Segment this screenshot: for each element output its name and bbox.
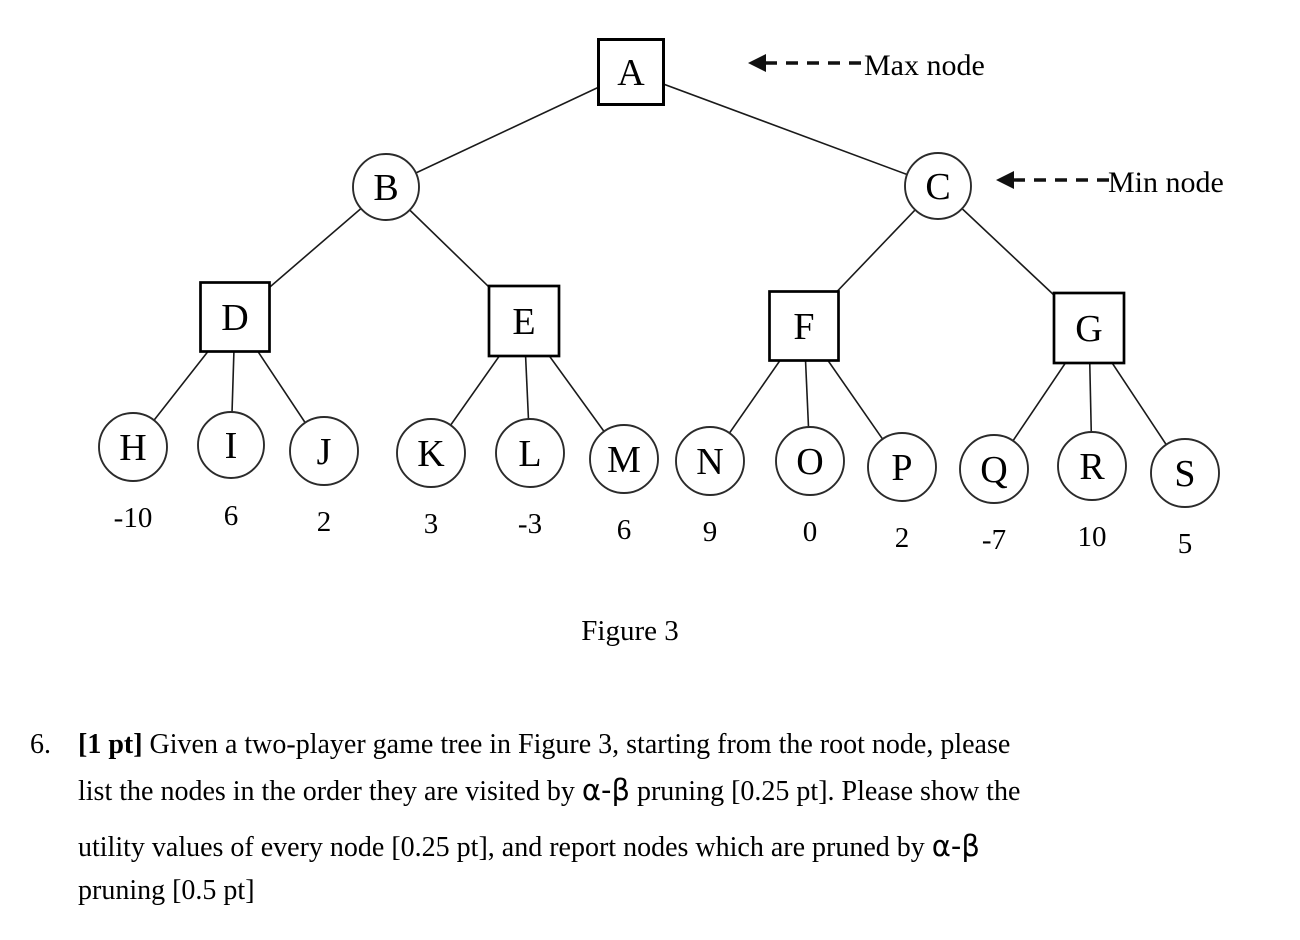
node-label-A: A xyxy=(617,52,645,94)
max-node-annotation-label: Max node xyxy=(864,49,985,82)
node-label-O: O xyxy=(796,441,823,483)
min-node-circle-O xyxy=(775,426,845,496)
min-node-circle-C xyxy=(904,152,972,220)
question-text: Given a two-player game tree in Figure 3… xyxy=(142,729,1011,760)
min-arrowhead-icon xyxy=(996,171,1014,189)
leaf-value-P: 2 xyxy=(895,522,910,554)
node-label-R: R xyxy=(1079,446,1105,488)
node-label-E: E xyxy=(512,301,535,343)
min-node-circle-S xyxy=(1150,438,1220,508)
min-node-circle-M xyxy=(589,424,659,494)
node-label-C: C xyxy=(925,166,950,208)
question-line-3: utility values of every node [0.25 pt], … xyxy=(78,829,980,865)
max-node-box-E xyxy=(487,284,561,358)
min-node-circle-Q xyxy=(959,434,1029,504)
question-line-4: pruning [0.5 pt] xyxy=(78,875,255,906)
min-node-circle-N xyxy=(675,426,745,496)
node-label-N: N xyxy=(696,441,723,483)
tree-edge-A-B xyxy=(385,71,632,188)
node-label-H: H xyxy=(119,427,146,469)
leaf-value-K: 3 xyxy=(424,508,439,540)
min-node-circle-B xyxy=(352,153,420,221)
leaf-value-I: 6 xyxy=(224,500,239,532)
max-node-box-F xyxy=(768,290,840,362)
min-node-annotation-label: Min node xyxy=(1108,166,1224,199)
node-label-I: I xyxy=(225,425,238,467)
question-text: utility values of every node [0.25 pt], … xyxy=(78,832,932,863)
leaf-value-R: 10 xyxy=(1078,521,1107,553)
max-node-box-D xyxy=(199,281,271,353)
question-line-2: list the nodes in the order they are vis… xyxy=(78,773,1020,809)
min-node-circle-R xyxy=(1057,431,1127,501)
node-label-B: B xyxy=(373,167,398,209)
min-node-circle-L xyxy=(495,418,565,488)
question-number: 6. xyxy=(30,729,51,760)
min-node-circle-I xyxy=(197,411,265,479)
leaf-value-Q: -7 xyxy=(982,524,1006,556)
leaf-value-J: 2 xyxy=(317,506,332,538)
points-badge: [1 pt] xyxy=(78,729,143,760)
tree-edge-A-C xyxy=(630,71,939,187)
node-label-Q: Q xyxy=(980,449,1007,491)
min-node-circle-P xyxy=(867,432,937,502)
question-line-1: [1 pt] Given a two-player game tree in F… xyxy=(78,728,1010,762)
node-label-G: G xyxy=(1075,308,1102,350)
node-label-L: L xyxy=(518,433,541,475)
node-label-K: K xyxy=(417,433,445,475)
min-node-circle-H xyxy=(98,412,168,482)
leaf-value-O: 0 xyxy=(803,516,818,548)
max-node-box-A xyxy=(597,38,665,106)
node-label-M: M xyxy=(607,439,641,481)
node-label-S: S xyxy=(1174,453,1195,495)
leaf-value-L: -3 xyxy=(518,508,542,540)
game-tree-figure: A B C D E F G H -10 I 6 J 2 K 3 L -3 M 6 N 9 O 0 P 2 Q -7 R 10 S 5 Max … xyxy=(98,38,1224,560)
question-text: pruning [0.25 pt]. Please show the xyxy=(629,776,1021,807)
leaf-value-N: 9 xyxy=(703,516,718,548)
alpha-beta-symbol: α-β xyxy=(581,773,630,807)
alpha-beta-symbol: α-β xyxy=(931,829,980,863)
leaf-value-M: 6 xyxy=(617,514,632,546)
node-label-P: P xyxy=(891,447,912,489)
min-node-circle-J xyxy=(289,416,359,486)
leaf-value-S: 5 xyxy=(1178,528,1193,560)
question-text: list the nodes in the order they are vis… xyxy=(78,776,582,807)
max-node-box-G xyxy=(1052,291,1126,365)
node-label-F: F xyxy=(793,306,814,348)
leaf-value-H: -10 xyxy=(114,502,153,534)
min-node-circle-K xyxy=(396,418,466,488)
node-label-D: D xyxy=(221,297,248,339)
figure-caption: Figure 3 xyxy=(581,615,679,647)
node-label-J: J xyxy=(317,431,332,473)
max-arrowhead-icon xyxy=(748,54,766,72)
